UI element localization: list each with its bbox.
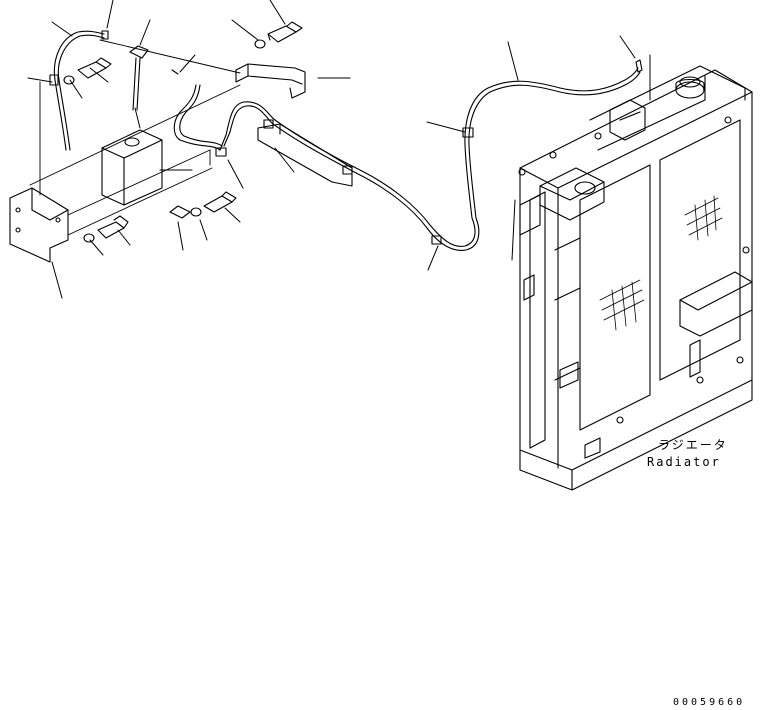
drawing-code: 00059660 <box>673 697 746 708</box>
support-bracket <box>235 63 306 99</box>
hose-clip <box>129 45 149 111</box>
radiator-label-jp: ラジエータ <box>658 438 728 452</box>
overflow-hose-rising <box>462 59 643 219</box>
overflow-hose-upper <box>173 84 480 251</box>
bolt-bottom-left <box>83 215 129 243</box>
clamp-small <box>169 205 191 219</box>
tank-bracket <box>9 187 69 263</box>
reserve-tank <box>101 129 163 206</box>
core-grid-left <box>599 279 645 331</box>
breather-hose <box>49 30 109 151</box>
guide-lines <box>29 39 241 236</box>
bolt-middle <box>190 191 237 217</box>
core-grid-right <box>684 195 723 241</box>
small-pin <box>171 69 179 75</box>
radiator <box>518 65 753 491</box>
hose-cover <box>257 123 353 187</box>
bolt-top-right <box>254 21 303 49</box>
bolt-top-left <box>63 57 112 85</box>
hose-clamps <box>215 119 442 245</box>
radiator-label-en: Radiator <box>647 455 721 469</box>
